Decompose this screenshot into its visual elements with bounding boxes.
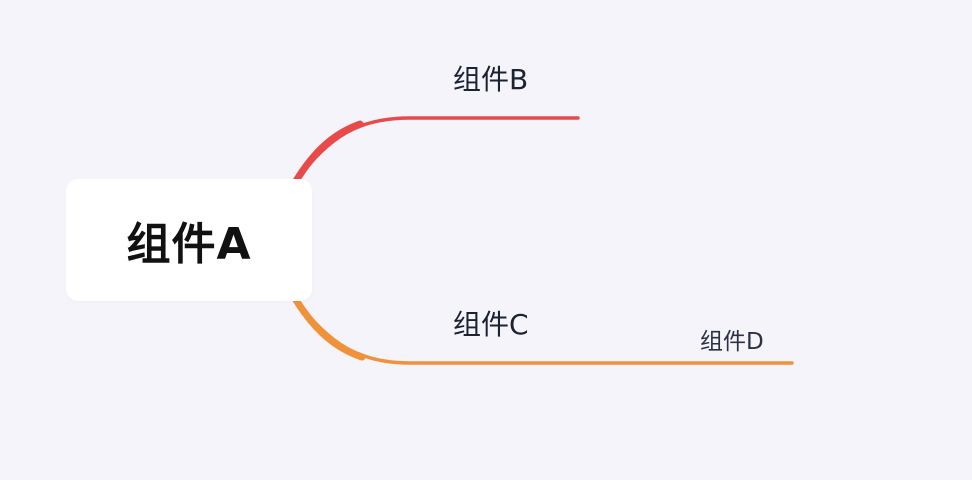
node-c-label[interactable]: 组件C bbox=[453, 308, 529, 341]
connector-c-thick bbox=[292, 296, 366, 361]
node-b-label[interactable]: 组件B bbox=[453, 63, 529, 96]
connector-b-thick bbox=[292, 120, 364, 185]
connector-b bbox=[294, 116, 580, 183]
node-d-label[interactable]: 组件D bbox=[700, 329, 764, 355]
root-node[interactable]: 组件A bbox=[66, 179, 312, 301]
root-node-label: 组件A bbox=[126, 219, 252, 270]
